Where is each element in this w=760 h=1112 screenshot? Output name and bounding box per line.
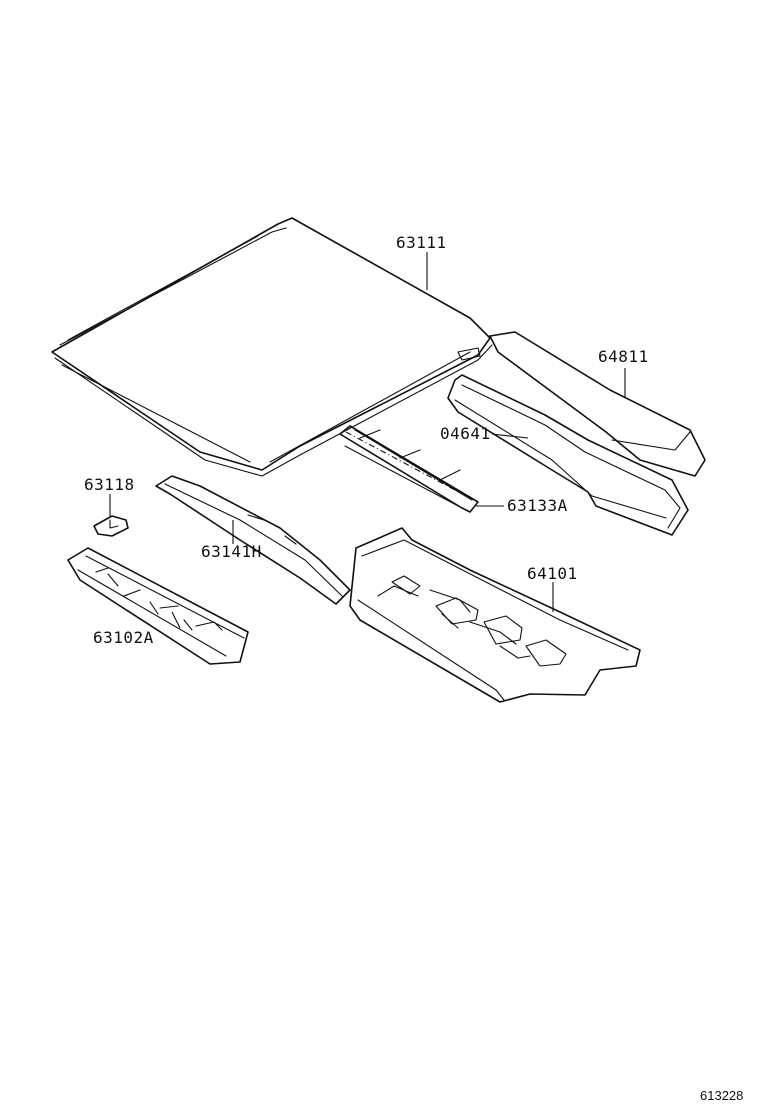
roof-drip-channel[interactable] [447, 374, 689, 536]
callout-63133A: 63133A [507, 496, 568, 515]
figure-id: 613228 [700, 1088, 743, 1103]
callout-63111: 63111 [396, 233, 447, 252]
leader-04641 [491, 433, 529, 439]
channel-outline-dashes [345, 431, 471, 499]
callout-63141H: 63141H [201, 542, 262, 561]
leader-63102A [171, 611, 181, 629]
callout-64811: 64811 [598, 347, 649, 366]
callout-63102A: 63102A [93, 628, 154, 647]
roof-retainer[interactable] [93, 515, 129, 537]
package-tray-panel[interactable] [349, 527, 641, 703]
callout-04641: 04641 [440, 424, 491, 443]
roof-outline-dashes [291, 217, 471, 319]
callout-63118: 63118 [84, 475, 135, 494]
roof-rail-reinforcement[interactable] [339, 425, 479, 513]
roof-panel-reinforcement[interactable] [155, 475, 351, 605]
callout-64101: 64101 [527, 564, 578, 583]
front-header-panel[interactable] [67, 547, 249, 665]
roof-panel[interactable] [51, 217, 493, 477]
roof-drip-side-panel[interactable] [489, 331, 706, 477]
